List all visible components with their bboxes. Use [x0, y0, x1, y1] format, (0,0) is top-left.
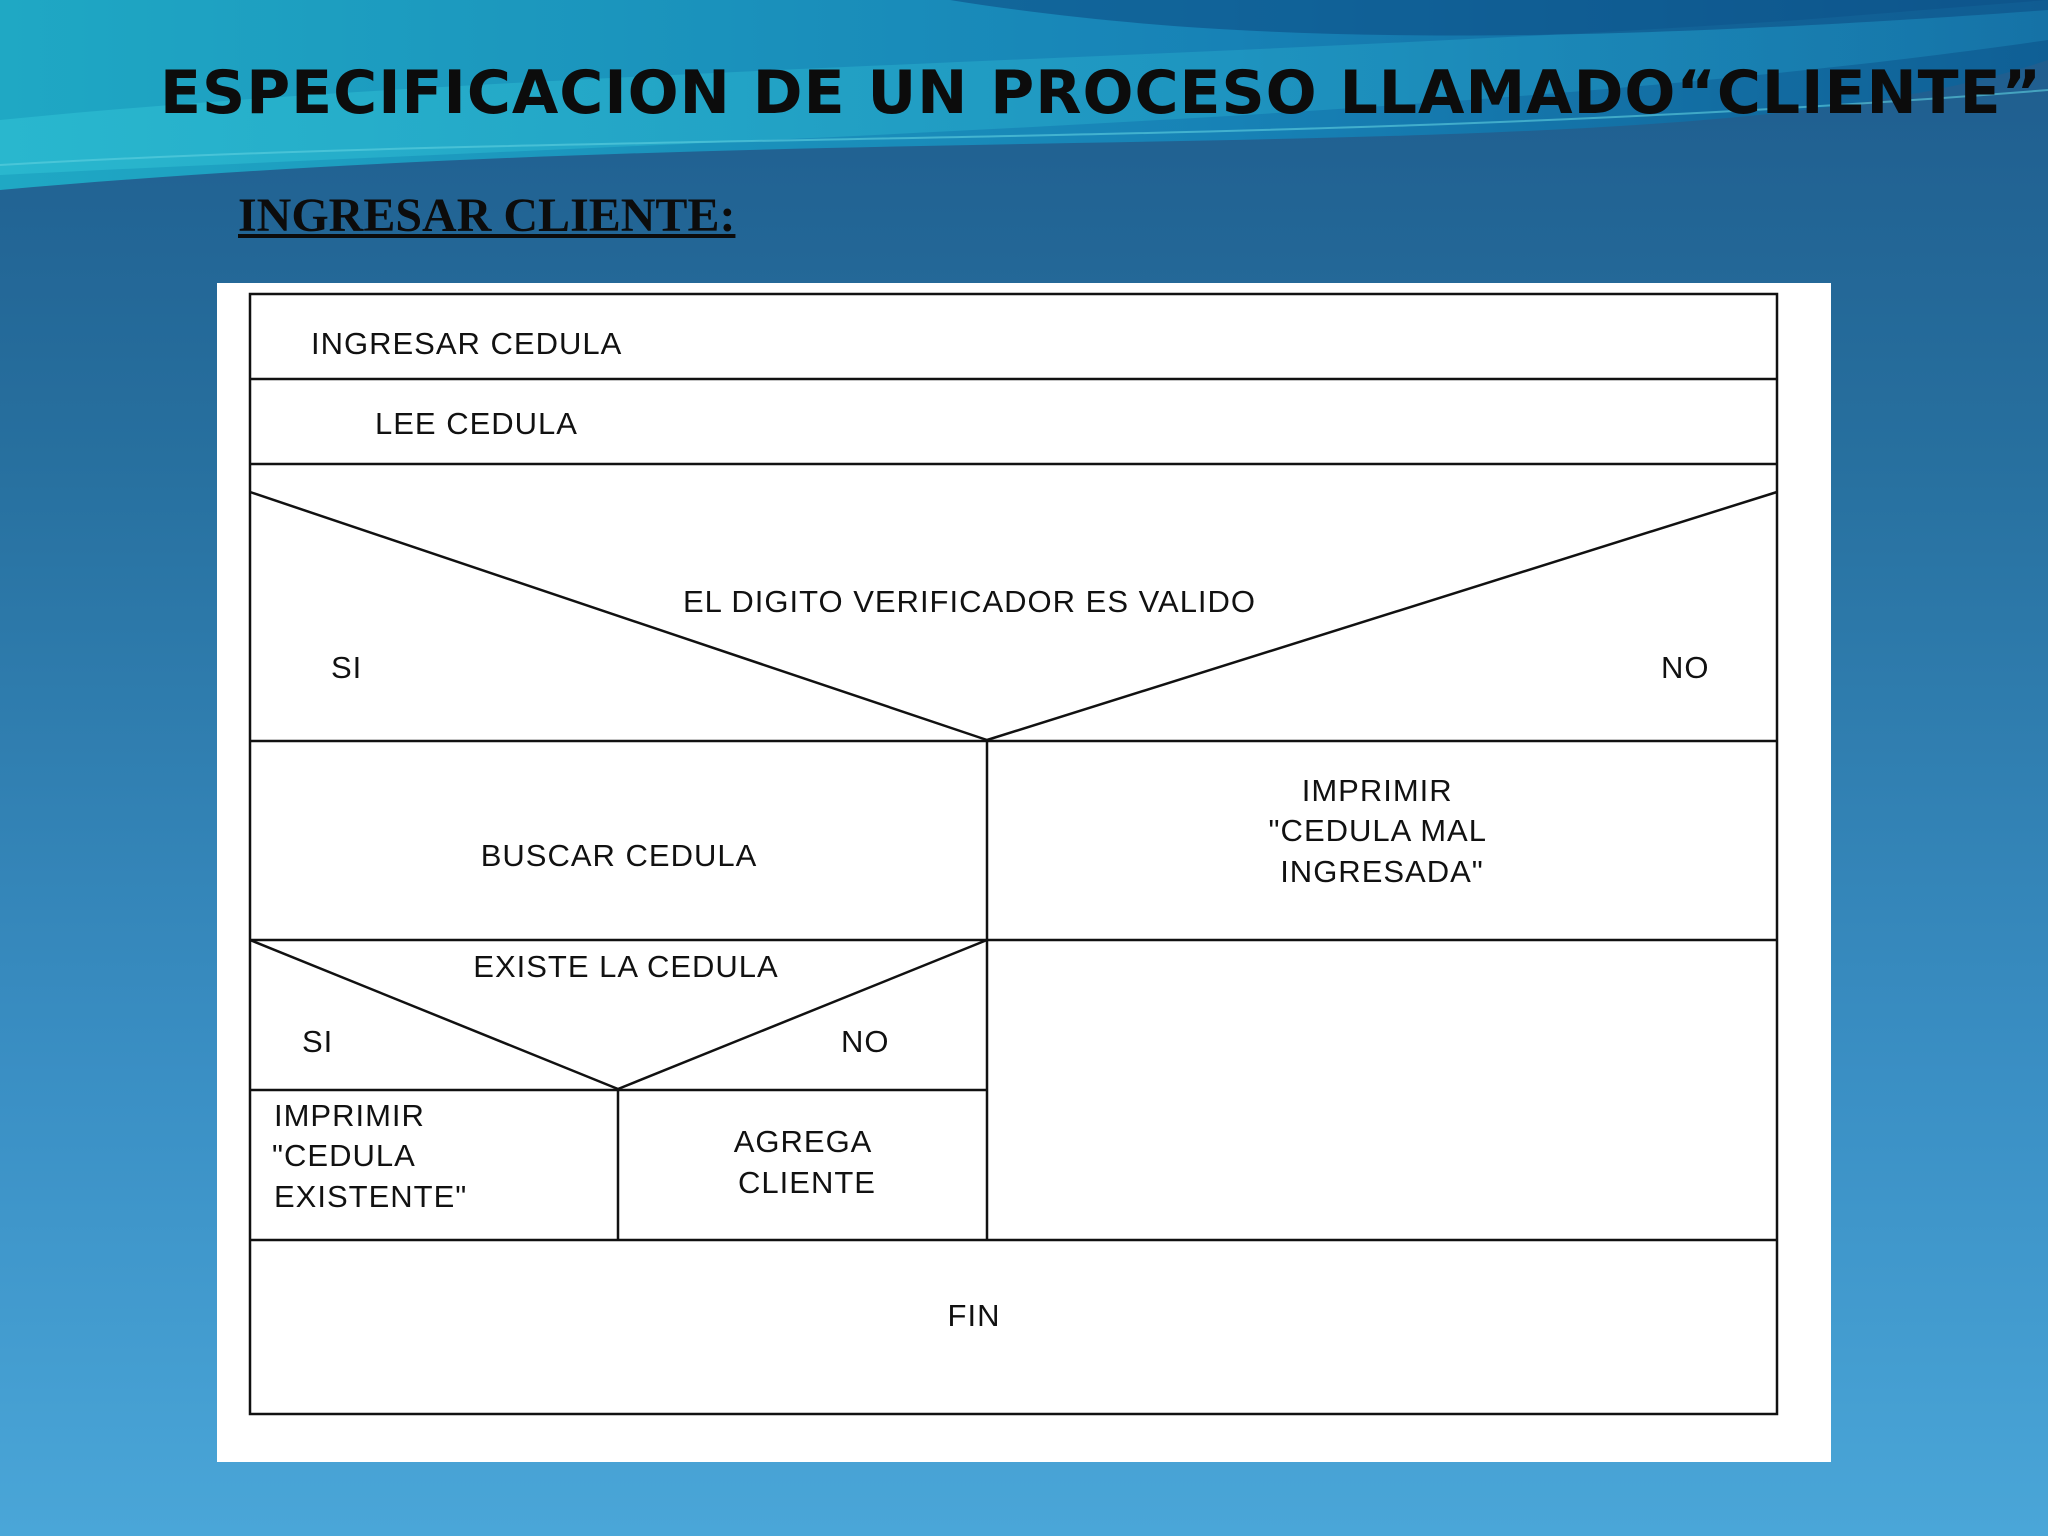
nassi-shneiderman-diagram: INGRESAR CEDULA LEE CEDULA EL DIGITO VER… [248, 292, 1779, 1416]
step-agrega-cliente: AGREGA CLIENTE [734, 1124, 881, 1200]
decision1-yes-label: SI [331, 650, 362, 685]
imprimir-mal-line: INGRESADA" [1280, 854, 1484, 889]
step-lee-cedula: LEE CEDULA [375, 406, 578, 441]
decision1-no-label: NO [1661, 650, 1710, 685]
decision2-condition: EXISTE LA CEDULA [473, 949, 778, 984]
slide-subtitle: INGRESAR CLIENTE: [238, 189, 736, 242]
imprimir-mal-line: IMPRIMIR [1302, 773, 1453, 808]
decision2-left-slant [249, 938, 619, 1091]
imprimir-existente-line: IMPRIMIR [274, 1098, 425, 1133]
agrega-cliente-line: AGREGA [734, 1124, 872, 1159]
step-imprimir-existente: IMPRIMIR "CEDULA EXISTENTE" [272, 1098, 467, 1214]
decision1-left-slant [249, 490, 988, 742]
imprimir-mal-line: "CEDULA MAL [1269, 813, 1486, 848]
decision1-right-slant [986, 490, 1778, 742]
diagram-panel [217, 283, 1831, 1462]
diagram-outer-border [248, 292, 1779, 1416]
slide-title: ESPECIFICACION DE UN PROCESO LLAMADO“CLI… [160, 58, 2043, 128]
imprimir-existente-line: EXISTENTE" [274, 1179, 467, 1214]
step-buscar-cedula: BUSCAR CEDULA [481, 838, 758, 873]
step-ingresar-cedula: INGRESAR CEDULA [311, 326, 622, 361]
decision2-no-label: NO [841, 1024, 890, 1059]
imprimir-existente-line: "CEDULA [272, 1138, 415, 1173]
decision2-right-slant [617, 938, 988, 1091]
agrega-cliente-line: CLIENTE [738, 1165, 876, 1200]
step-imprimir-mal: IMPRIMIR "CEDULA MAL INGRESADA" [1269, 773, 1496, 889]
decision2-yes-label: SI [302, 1024, 333, 1059]
decision1-condition: EL DIGITO VERIFICADOR ES VALIDO [683, 584, 1256, 619]
step-fin: FIN [948, 1298, 1001, 1333]
